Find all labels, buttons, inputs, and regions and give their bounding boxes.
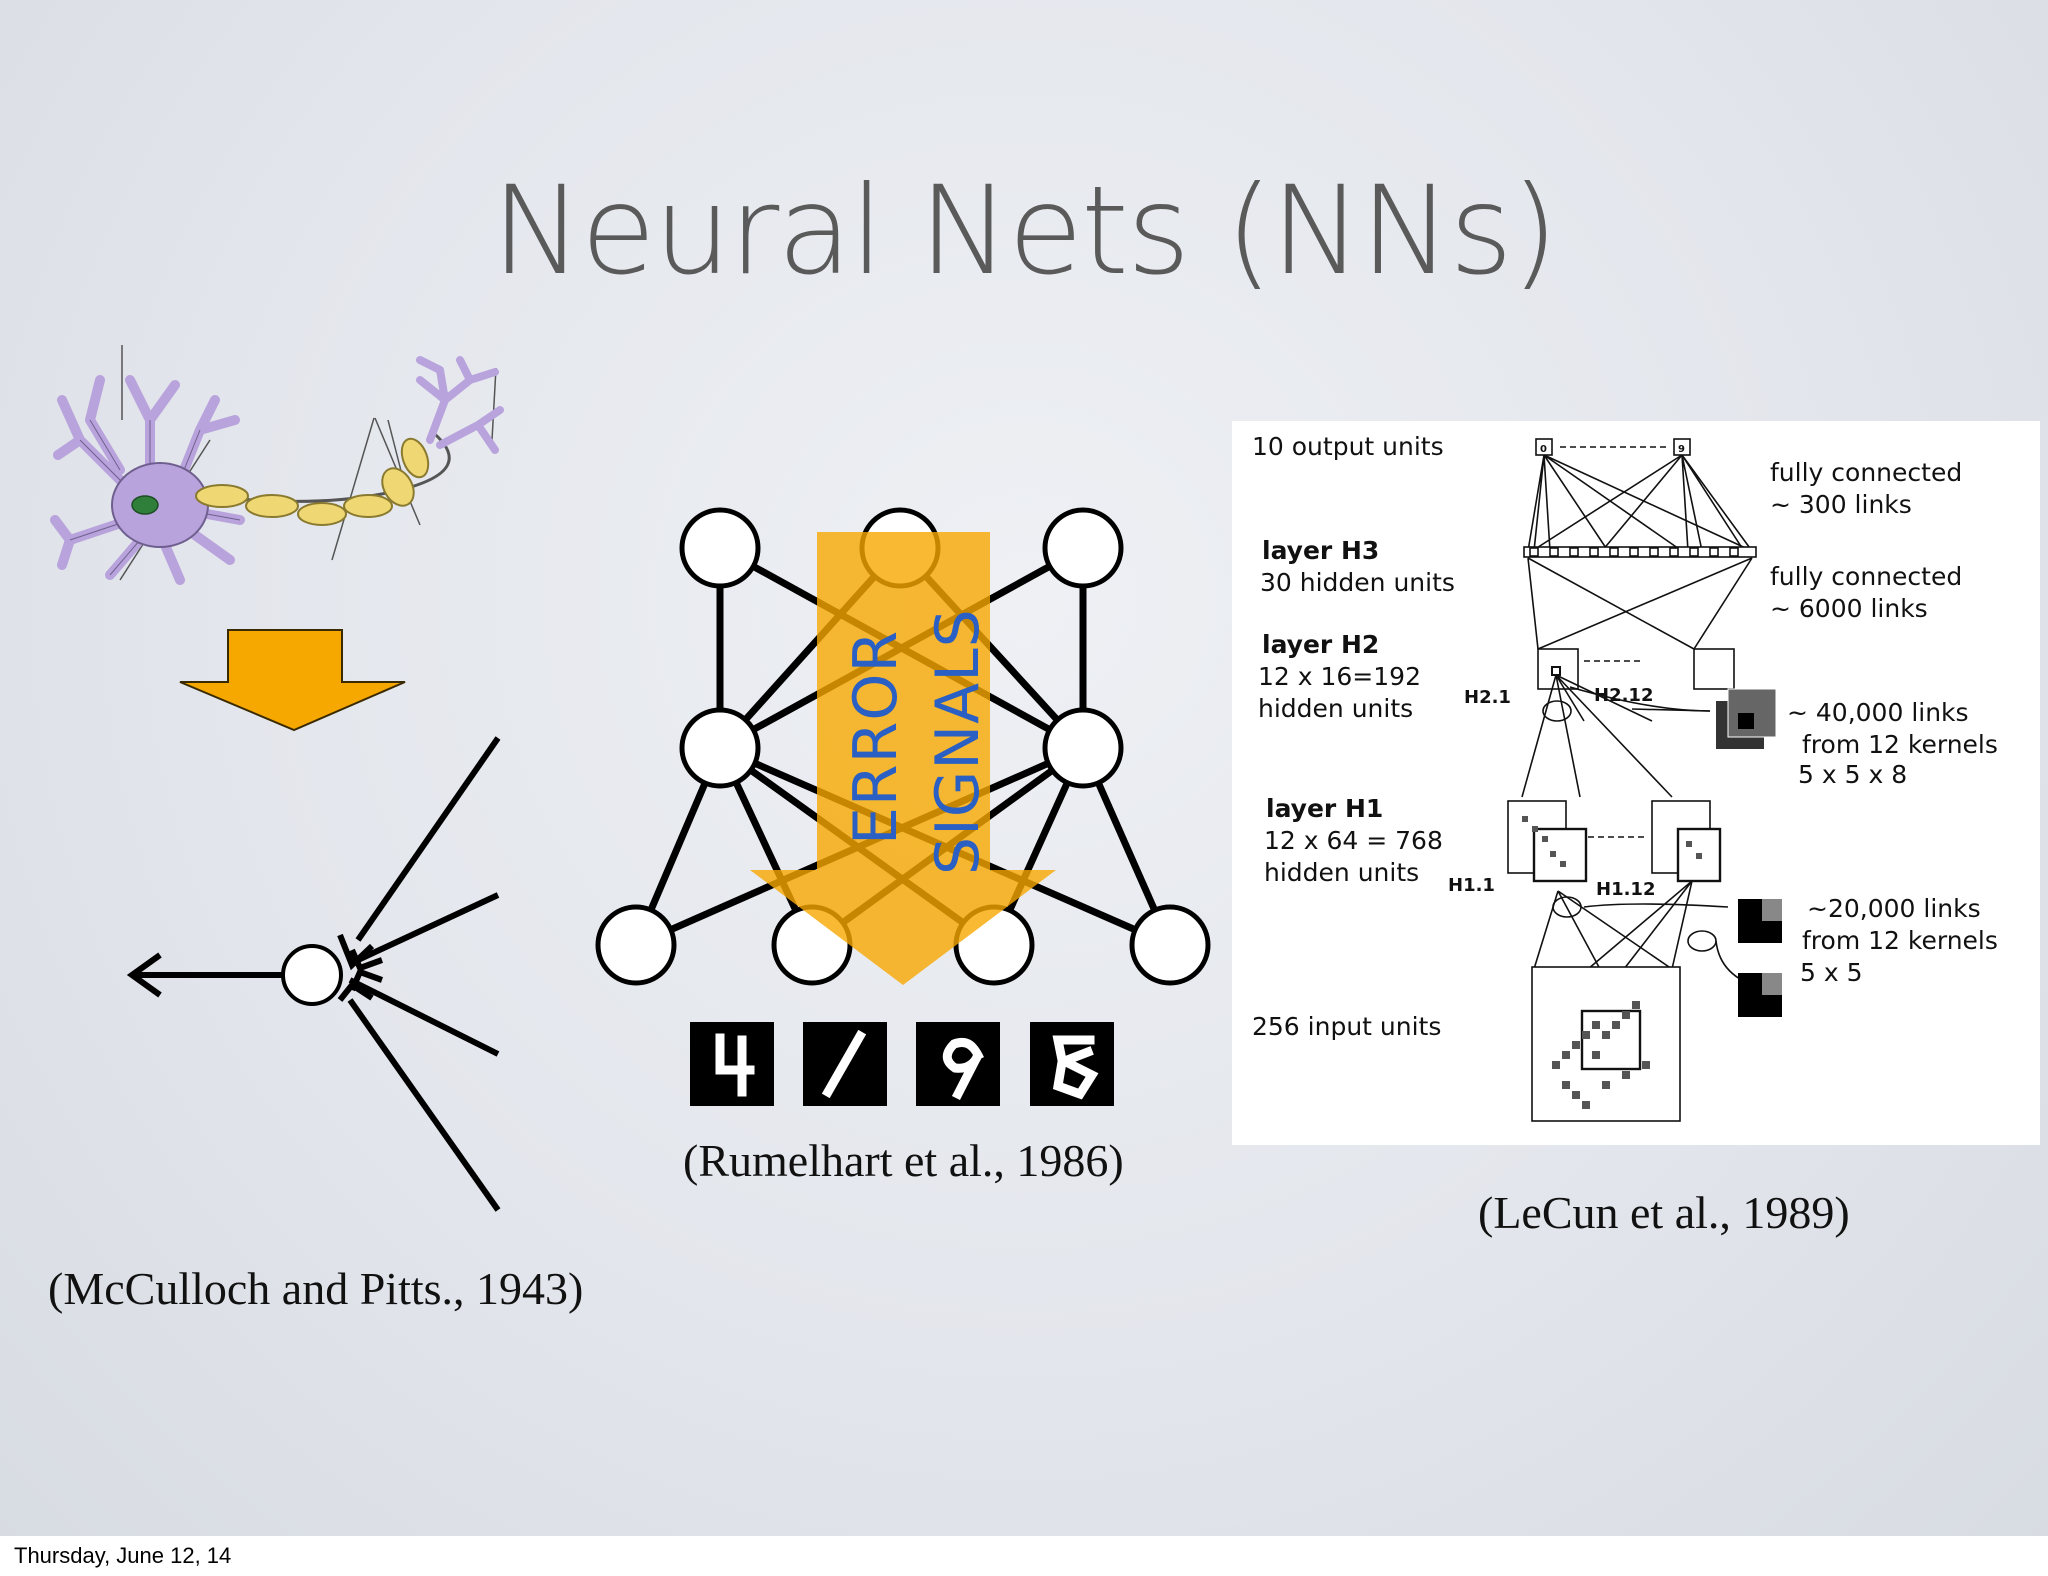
- error-arrow-icon: [750, 532, 1056, 985]
- kernel-thumbnails: [1716, 688, 1782, 1017]
- h3-title: layer H3: [1262, 536, 1379, 565]
- network-node: [679, 707, 761, 789]
- fc2-line2: ~ 6000 links: [1770, 594, 1928, 623]
- h2-12-label: H2.12: [1594, 685, 1653, 706]
- digit-9: [942, 1037, 984, 1101]
- k2-line2: from 12 kernels: [1802, 926, 1998, 955]
- network-node: [1042, 507, 1124, 589]
- citation-mcculloch: (McCulloch and Pitts., 1943): [48, 1263, 584, 1314]
- h2-1-label: H2.1: [1464, 687, 1511, 708]
- h1-12-label: H1.12: [1596, 879, 1655, 900]
- k1-line3: 5 x 5 x 8: [1798, 760, 1907, 789]
- k1-line2: from 12 kernels: [1802, 730, 1998, 759]
- fc2-line1: fully connected: [1770, 562, 1962, 591]
- citation-lecun: (LeCun et al., 1989): [1478, 1187, 1850, 1238]
- h1-desc2: hidden units: [1264, 858, 1419, 887]
- h2-desc1: 12 x 16=192: [1258, 662, 1421, 691]
- k1-line1: ~ 40,000 links: [1787, 698, 1969, 727]
- network-node: [595, 904, 677, 986]
- footer-date: Thursday, June 12, 14: [0, 1536, 2048, 1576]
- input-units-label: 256 input units: [1252, 1012, 1441, 1041]
- lecun-network-figure: 10 output units 0 9 fully connected ~ 30…: [1232, 421, 2040, 1145]
- network-node: [1129, 904, 1211, 986]
- digit-1: [821, 1029, 867, 1099]
- h1-title: layer H1: [1266, 794, 1383, 823]
- mcculloch-pitts-unit: [126, 736, 501, 1212]
- k2-line1: ~20,000 links: [1807, 894, 1981, 923]
- digit-4: [715, 1033, 755, 1097]
- fc1-line2: ~ 300 links: [1770, 490, 1912, 519]
- fc1-line1: fully connected: [1770, 458, 1962, 487]
- output-first: 0: [1540, 444, 1547, 455]
- signals-label: SIGNALS: [923, 608, 993, 875]
- network-node: [679, 507, 761, 589]
- output-units-label: 10 output units: [1252, 432, 1444, 461]
- digit-samples: [690, 1022, 1114, 1106]
- h2-title: layer H2: [1262, 630, 1379, 659]
- citation-rumelhart: (Rumelhart et al., 1986): [683, 1135, 1124, 1186]
- output-last: 9: [1678, 444, 1685, 455]
- network-node: [1042, 707, 1124, 789]
- digit-8: [1052, 1035, 1099, 1100]
- h3-desc: 30 hidden units: [1260, 568, 1455, 597]
- neuron-icon: [50, 345, 504, 585]
- k2-line3: 5 x 5: [1800, 958, 1863, 987]
- h1-1-label: H1.1: [1448, 875, 1495, 896]
- error-label: ERROR: [841, 630, 911, 845]
- h2-desc2: hidden units: [1258, 694, 1413, 723]
- h1-desc1: 12 x 64 = 768: [1264, 826, 1443, 855]
- down-arrow-icon: [179, 629, 406, 732]
- slide-title: Neural Nets (NNs): [491, 160, 1558, 302]
